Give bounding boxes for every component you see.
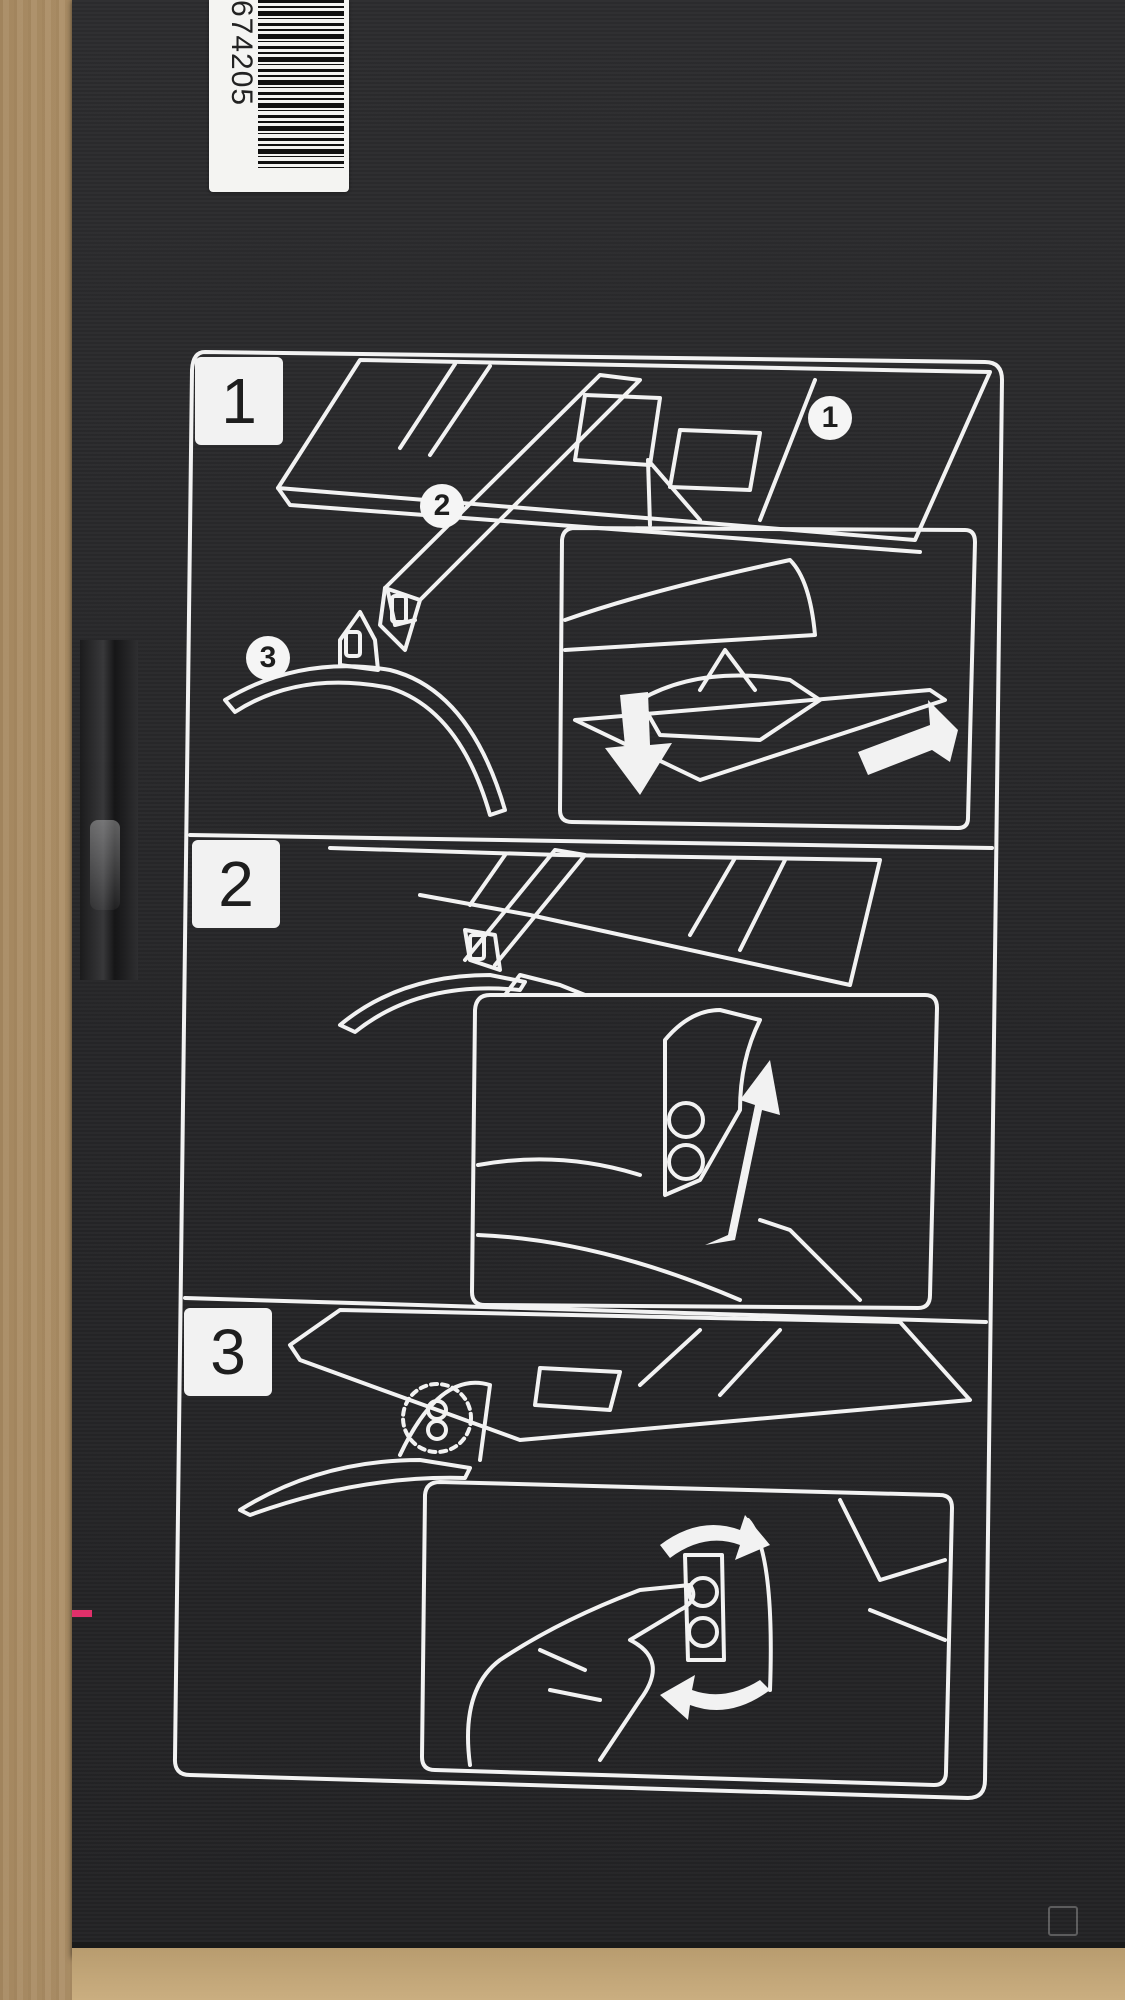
step2-monitor [330, 848, 880, 985]
hand-outline [468, 1585, 693, 1765]
step2-detail-inset [472, 995, 937, 1308]
down-arrow [605, 692, 672, 795]
callout-1: 1 [808, 396, 852, 440]
divider-1-2 [190, 835, 992, 848]
step-3-badge: 3 [184, 1308, 272, 1396]
instruction-frame [175, 352, 1002, 1798]
callout-2: 2 [420, 484, 464, 528]
step3-stand [240, 1383, 490, 1515]
divider-2-3 [185, 1298, 986, 1322]
step2-stand [340, 850, 585, 1032]
recycling-stamp [1048, 1906, 1078, 1936]
step-1-badge: 1 [195, 357, 283, 445]
callout-3: 3 [246, 636, 290, 680]
step3-monitor [290, 1310, 970, 1440]
rotate-arrow-bottom [660, 1675, 770, 1720]
step-2-badge: 2 [192, 840, 280, 928]
